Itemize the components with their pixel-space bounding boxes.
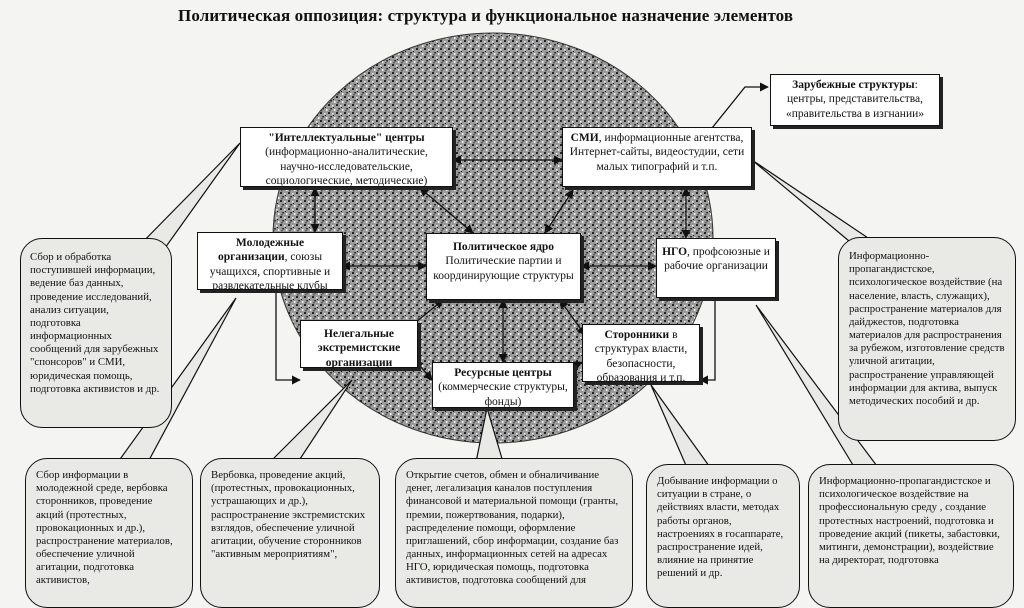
node-ngo-text: , профсоюзные и рабочие организации xyxy=(664,246,770,273)
link-media-core xyxy=(544,189,574,234)
node-resource-centers: Ресурсные центры (коммерческие структуры… xyxy=(432,362,574,408)
callout-resource-functions: Открытие счетов, обмен и обналичивание д… xyxy=(395,458,633,608)
node-foreign-title: Зарубежные структуры xyxy=(792,79,915,91)
node-supporters-title: Сторонники xyxy=(604,329,670,341)
node-youth-organizations: Молодежные организации, союзы учащихся, … xyxy=(197,232,343,293)
callout-ngo-functions: Информационно-пропагандистское и психоло… xyxy=(808,464,1014,608)
node-foreign-structures: Зарубежные структуры: центры, представит… xyxy=(770,74,940,126)
node-illegal-extremist: Нелегальные экстремистские организации xyxy=(300,320,418,369)
link-ngo-supporters xyxy=(699,298,716,385)
node-ngo: НГО, профсоюзные и рабочие организации xyxy=(656,238,776,298)
callout-media-functions: Информационно-пропагандистское, психолог… xyxy=(838,237,1016,441)
node-media: СМИ, информационные агентства, Интернет-… xyxy=(562,127,752,187)
node-youth-title: Молодежные организации xyxy=(217,237,305,264)
callout-youth-functions: Сбор информации в молодежной среде, верб… xyxy=(25,458,193,608)
link-supporters-core xyxy=(559,299,586,336)
node-youth-text: , союзы учащихся, спортивные и развлекат… xyxy=(209,251,331,293)
link-media-foreign xyxy=(711,82,769,129)
tail-right xyxy=(751,159,882,247)
node-resource-text: (коммерческие структуры, фонды) xyxy=(438,381,568,408)
node-core-title: Политическое ядро xyxy=(452,241,555,253)
node-media-title: СМИ xyxy=(570,132,599,144)
diagram-title: Политическая оппозиция: структура и функ… xyxy=(178,6,794,25)
node-media-text: , информационные агентства, Интернет-сай… xyxy=(569,132,745,173)
node-resource-title: Ресурсные центры xyxy=(454,367,552,379)
callout-supporters-functions: Добывание информации о ситуации в стране… xyxy=(646,464,800,608)
node-intellectual-text: (информационно-аналитические, научно-исс… xyxy=(265,146,428,188)
tail-bottom4 xyxy=(650,384,714,471)
node-supporters-text: в структурах власти, безопасности, образ… xyxy=(594,329,688,385)
link-youth-illegal xyxy=(275,290,301,385)
node-political-core: Политическое ядро Политические партии и … xyxy=(426,233,581,300)
node-ngo-title: НГО xyxy=(662,246,688,258)
callout-illegal-functions: Вербовка, проведение акций, (протестных,… xyxy=(200,458,380,608)
node-supporters: Сторонники в структурах власти, безопасн… xyxy=(582,324,700,385)
link-intellectual-core xyxy=(419,187,474,234)
tail-bottom2 xyxy=(268,379,353,463)
callout-intellectual-functions: Сбор и обработка поступившей информации,… xyxy=(20,238,172,428)
node-intellectual-centers: "Интеллектуальные" центры (информационно… xyxy=(240,127,453,187)
node-foreign-text: : центры, представительства, «правительс… xyxy=(785,79,925,120)
node-illegal-title: Нелегальные экстремистские организации xyxy=(317,328,401,369)
node-core-text: Политические партии и координирующие стр… xyxy=(433,255,574,282)
node-intellectual-title: "Интеллектуальные" центры xyxy=(268,132,425,144)
